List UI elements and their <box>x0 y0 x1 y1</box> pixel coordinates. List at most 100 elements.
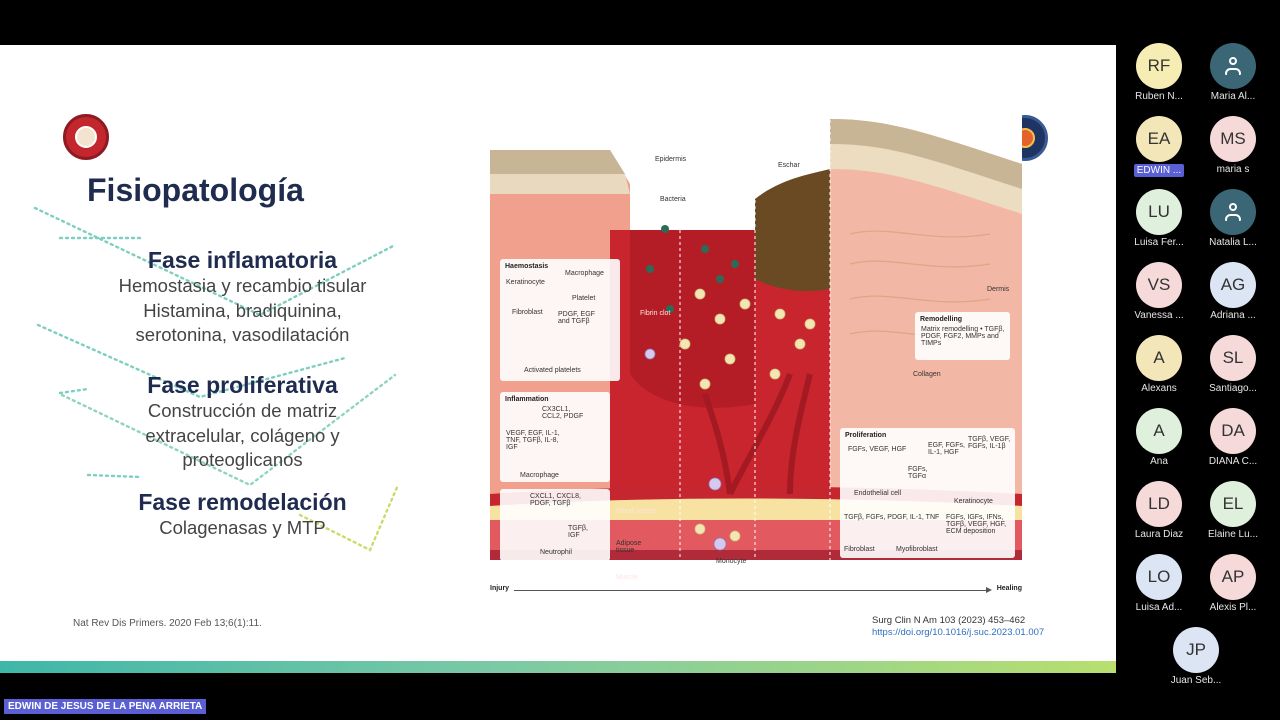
label-monocyte: Monocyte <box>716 558 747 565</box>
participant-name: Santiago... <box>1209 383 1257 394</box>
panel-title: Haemostasis <box>505 263 549 270</box>
citation-doi-link[interactable]: https://doi.org/10.1016/j.suc.2023.01.00… <box>872 627 1045 638</box>
inflammation-panel: Inflammation CX3CL1, CCL2, PDGF VEGF, EG… <box>500 392 610 482</box>
label-tgfb-igf: TGFβ, IGF <box>568 525 588 539</box>
proliferation-panel: Proliferation FGFs, VEGF, HGF EGF, FGFs,… <box>840 428 1015 558</box>
label-factors: TGFβ, FGFs, PDGF, IL-1, TNF <box>844 514 940 521</box>
label-endothelial-cell: Endothelial cell <box>854 490 902 497</box>
participant-name: Maria Al... <box>1210 91 1256 102</box>
phase-remodelling: Fase remodelación Colagenasas y MTP <box>80 489 405 541</box>
label-platelet: Platelet <box>572 295 596 302</box>
label-myofibroblast: Myofibroblast <box>896 546 938 553</box>
participant-name: Alexis Pl... <box>1209 602 1257 613</box>
label-eschar: Eschar <box>778 162 800 169</box>
label-macrophage: Macrophage <box>520 472 559 479</box>
participant-avatar: LU <box>1136 189 1182 235</box>
slide-title: Fisiopatología <box>87 172 304 208</box>
decorative-dotted-lines <box>33 206 400 552</box>
label-muscle: Muscle <box>616 574 639 581</box>
label-fibroblast: Fibroblast <box>512 309 543 316</box>
user-avatar-icon <box>1210 43 1256 89</box>
remodelling-panel: Remodelling Matrix remodelling • TGFβ, P… <box>915 312 1010 360</box>
participant-avatar: A <box>1136 335 1182 381</box>
label-activated-platelets: Activated platelets <box>524 367 581 374</box>
label-factors: EGF, FGFs, IL-1, HGF <box>928 442 965 456</box>
participant-tile[interactable]: Natalia L... <box>1192 189 1274 248</box>
phase-line: proteoglicanos <box>182 449 303 470</box>
participant-name: Vanessa ... <box>1134 310 1184 321</box>
label-fibroblast: Fibroblast <box>844 546 875 553</box>
label-collagen: Collagen <box>913 371 941 378</box>
label-keratinocyte: Keratinocyte <box>506 279 545 286</box>
participant-name: Elaine Lu... <box>1207 529 1259 540</box>
axis-end-label: Healing <box>996 585 1022 592</box>
participant-avatar: EL <box>1210 481 1256 527</box>
citation-left: Nat Rev Dis Primers. 2020 Feb 13;6(1):11… <box>73 618 262 629</box>
participant-tile[interactable]: VS Vanessa ... <box>1118 262 1200 321</box>
participant-tile[interactable]: Maria Al... <box>1192 43 1274 102</box>
citation-journal: Surg Clin N Am 103 (2023) 453–462 <box>872 615 1026 626</box>
phase-title: Fase proliferativa <box>147 372 338 398</box>
participant-name: Juan Seb... <box>1170 675 1222 686</box>
label-remodelling-text: Matrix remodelling • TGFβ, PDGF, FGF2, M… <box>921 326 1005 347</box>
label-blood-vessel: Blood vessel <box>616 508 656 515</box>
participant-tile[interactable]: SL Santiago... <box>1192 335 1274 394</box>
label-adipose-tissue: Adipose tissue <box>616 540 642 554</box>
phase-line: Colagenasas y MTP <box>159 517 326 538</box>
participant-avatar: SL <box>1210 335 1256 381</box>
participant-tile[interactable]: MS maria s <box>1192 116 1274 175</box>
haemostasis-panel: Haemostasis Macrophage Keratinocyte Plat… <box>500 259 620 381</box>
participant-avatar: VS <box>1136 262 1182 308</box>
label-factors: TGFβ, VEGF, FGFs, IL-1β <box>968 436 1011 450</box>
axis-start-label: Injury <box>490 585 510 592</box>
participant-name: Ana <box>1150 456 1168 467</box>
axis-line <box>514 590 988 591</box>
participant-avatar: MS <box>1210 116 1256 162</box>
participant-avatar: LD <box>1136 481 1182 527</box>
axis-arrow-icon <box>986 587 992 593</box>
injury-healing-axis: Injury Healing <box>490 585 1022 599</box>
participant-name: DIANA C... <box>1208 456 1258 467</box>
participant-avatar: DA <box>1210 408 1256 454</box>
panel-title: Inflammation <box>505 396 549 403</box>
participant-name: Ruben N... <box>1135 91 1183 102</box>
label-fibrin-clot: Fibrin clot <box>640 310 671 317</box>
wound-healing-diagram: Epidermis Bacteria Eschar Dermis Fibrin … <box>490 74 1022 581</box>
participant-tile[interactable]: EA EDWIN ... <box>1118 116 1200 182</box>
label-factors: FGFs, VEGF, HGF <box>848 446 907 453</box>
label-bacteria: Bacteria <box>660 196 686 203</box>
participant-avatar: EA <box>1136 116 1182 162</box>
phase-inflammatory: Fase inflamatoria Hemostasia y recambio … <box>80 247 405 348</box>
participant-tile[interactable]: DA DIANA C... <box>1192 408 1274 467</box>
neutrophil-panel: CXCL1, CXCL8, PDGF, TGFβ TGFβ, IGF Neutr… <box>500 489 610 561</box>
panel-title: Remodelling <box>920 316 963 323</box>
user-avatar-icon <box>1210 189 1256 235</box>
participant-tile[interactable]: A Ana <box>1118 408 1200 467</box>
label-factors: FGFs, TGFα <box>908 466 928 480</box>
participant-name: EDWIN ... <box>1133 164 1185 177</box>
phase-line: serotonina, vasodilatación <box>135 324 350 345</box>
label-factors: VEGF, EGF, IL-1, TNF, TGFβ, IL-8, IGF <box>506 430 560 451</box>
label-chemokines: CXCL1, CXCL8, PDGF, TGFβ <box>530 493 581 507</box>
label-neutrophil: Neutrophil <box>540 549 572 556</box>
slide-gradient-bar <box>0 661 1116 673</box>
participant-name: maria s <box>1216 164 1250 175</box>
participant-name: Adriana ... <box>1210 310 1256 321</box>
participant-tile[interactable]: EL Elaine Lu... <box>1192 481 1274 540</box>
phase-title: Fase inflamatoria <box>147 247 338 273</box>
participant-avatar: A <box>1136 408 1182 454</box>
institution-logo-left <box>63 114 109 160</box>
phase-proliferative: Fase proliferativa Construcción de matri… <box>80 372 405 473</box>
label-factors: FGFs, IGFs, IFNs, TGFβ, VEGF, HGF, ECM d… <box>946 514 1007 535</box>
phase-title: Fase remodelación <box>138 489 347 515</box>
label-factors: CX3CL1, CCL2, PDGF <box>542 406 584 420</box>
